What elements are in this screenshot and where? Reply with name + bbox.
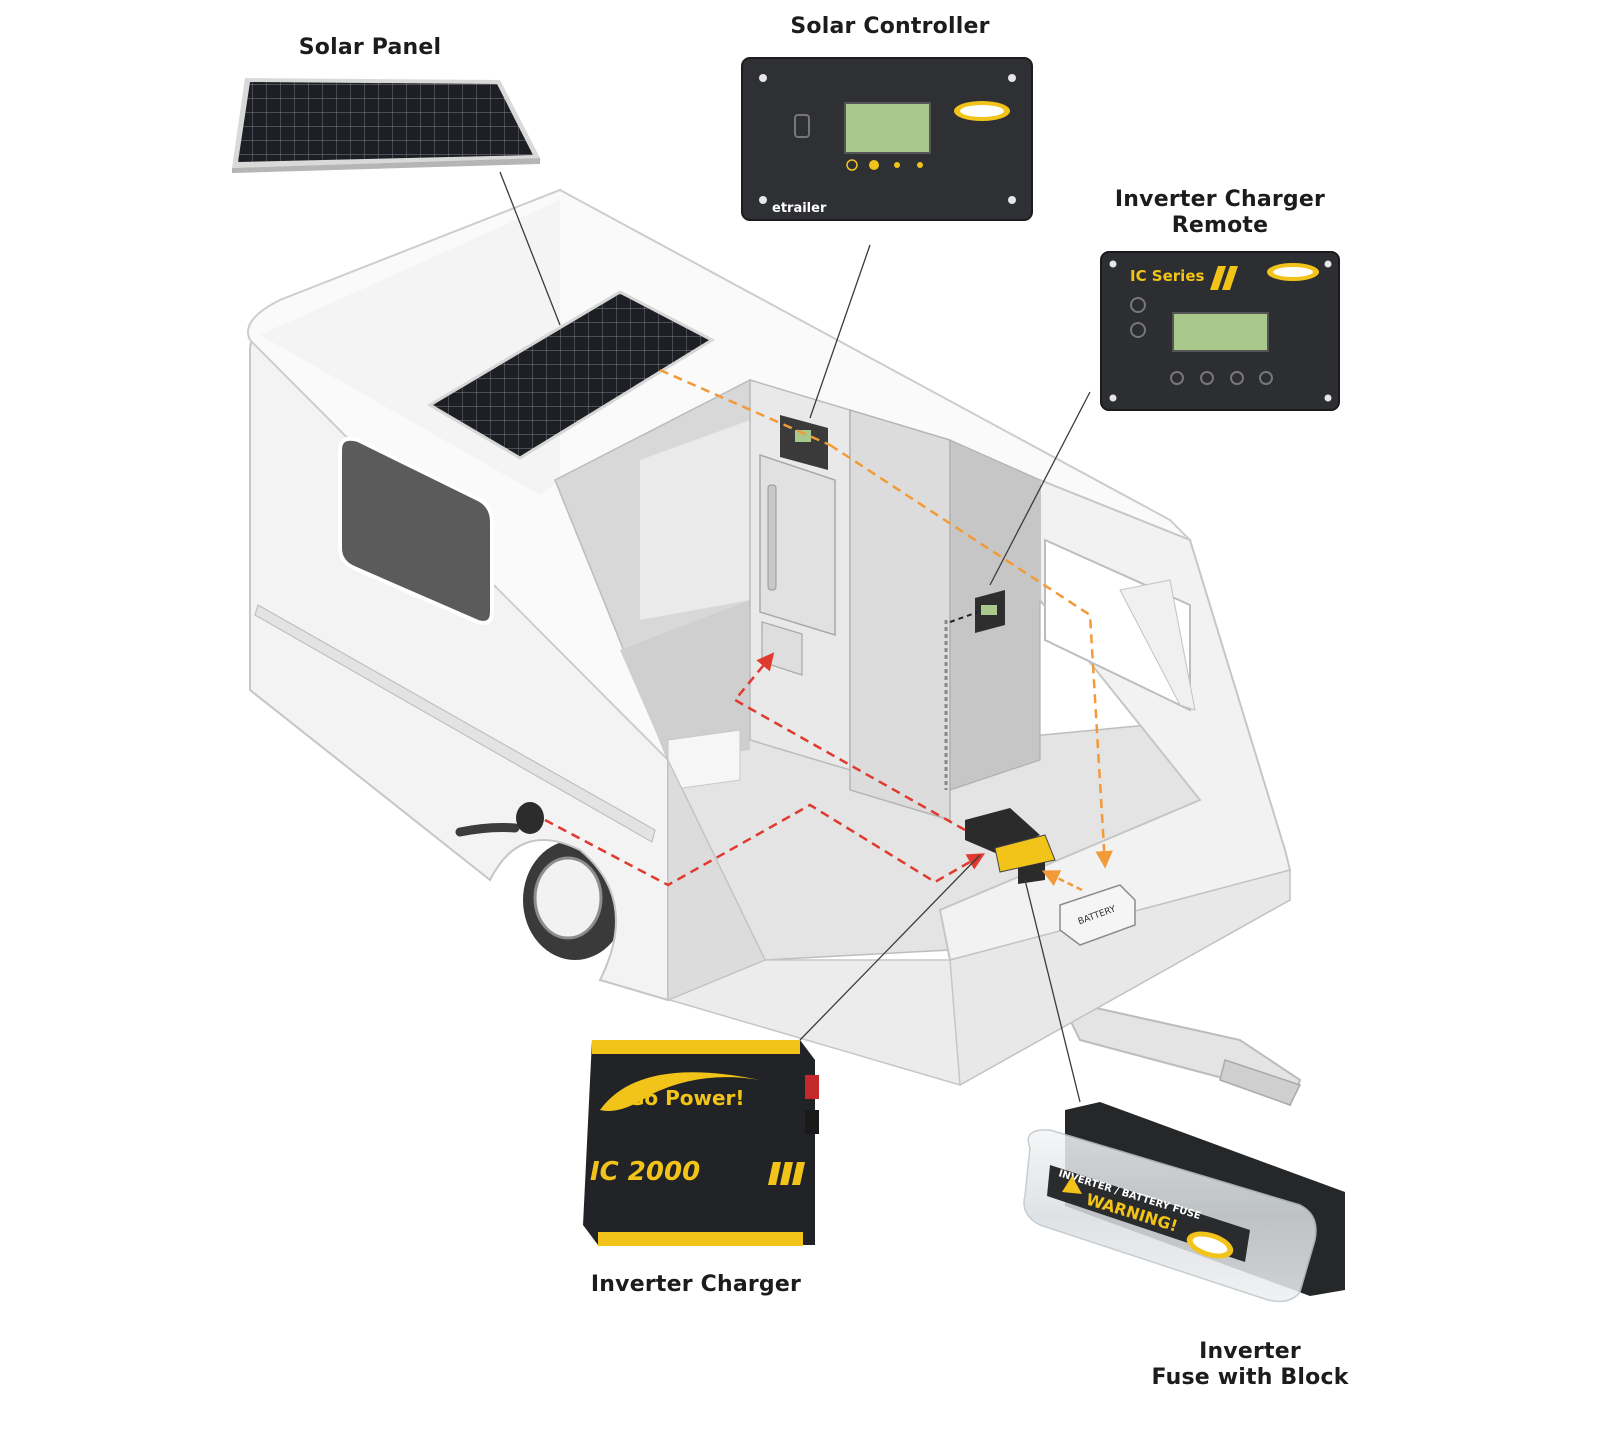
fridge-door [759, 453, 836, 637]
installed-fuse [1018, 862, 1045, 884]
travel-trailer: BATTERY [247, 188, 1302, 1107]
leader-solar-panel [499, 171, 561, 326]
leader-inverter-charger [799, 854, 981, 1041]
label-solar-panel: Solar Panel [298, 35, 442, 60]
closet-door [849, 408, 951, 822]
shore-power-cord [455, 823, 520, 837]
installed-solar-controller [780, 415, 828, 470]
etrailer-watermark: etrailer [772, 201, 827, 216]
battery [1059, 884, 1136, 946]
label-inverter-charger: Inverter Charger [590, 1272, 802, 1297]
solar-panel-product [232, 78, 540, 173]
label-solar-controller: Solar Controller [790, 14, 990, 39]
remote-series-title: IC Series [1130, 267, 1205, 285]
roof-solar-panel [427, 290, 716, 460]
controller-lcd [844, 102, 931, 154]
inverter-model: IC 2000 [590, 1157, 700, 1187]
bench-left [620, 600, 750, 760]
remote-lcd [1172, 312, 1269, 352]
leader-lines [499, 171, 1091, 1103]
side-window [338, 436, 494, 625]
wire-panel-to-controller [659, 368, 831, 447]
inverter-charger-product: Go Power! IC 2000 [583, 1040, 819, 1246]
shore-power-plug [516, 802, 544, 834]
label-inverter-charger-remote: Inverter Charger Remote [1114, 187, 1326, 238]
inverter-brand: Go Power! [628, 1086, 745, 1110]
wire-inverter-to-outlets [733, 652, 966, 832]
side-trim [254, 604, 656, 843]
inverter-fuse-product: INVERTER / BATTERY FUSE WARNING! [1023, 1102, 1345, 1303]
leader-inverter-remote [989, 391, 1091, 586]
wire-battery-to-fuse [1041, 870, 1083, 892]
label-inverter-fuse-with-block: Inverter Fuse with Block [1151, 1339, 1349, 1390]
leader-solar-controller [809, 244, 871, 419]
solar-controller-product: etrailer [741, 57, 1033, 221]
wheel-rim [533, 856, 603, 940]
wiring [544, 368, 1113, 892]
inverter-remote-product: IC Series [1100, 251, 1340, 411]
leader-inverter-fuse [1024, 879, 1081, 1103]
front-window [1044, 538, 1191, 712]
wire-shore-to-inverter [544, 803, 986, 887]
hitch-coupler [1219, 1059, 1302, 1106]
